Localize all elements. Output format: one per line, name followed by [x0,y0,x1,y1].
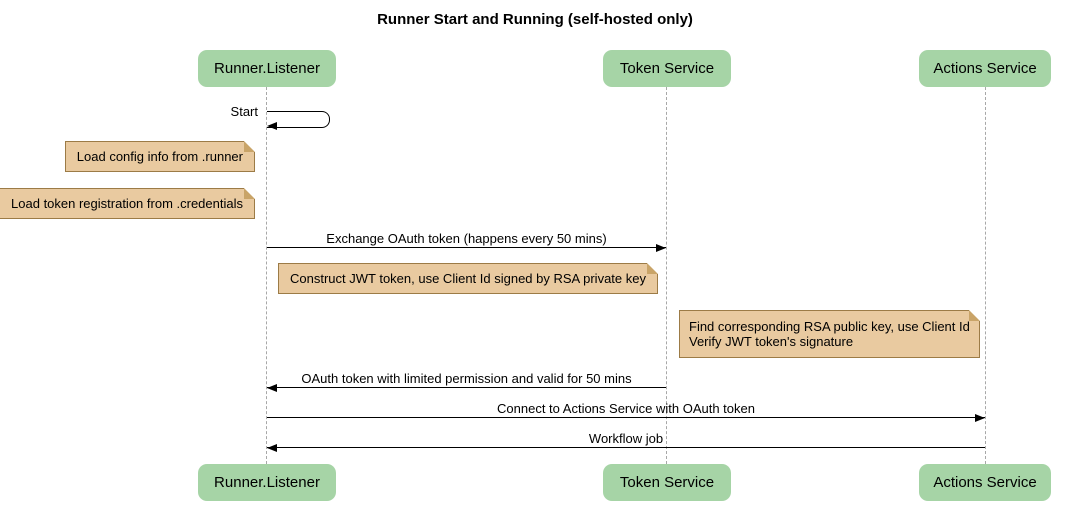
participant-token-service-bottom: Token Service [603,464,731,501]
message-oauth-return-label: OAuth token with limited permission and … [301,371,632,386]
self-message-loop-line [267,111,330,128]
participant-runner-listener-top: Runner.Listener [198,50,336,87]
participant-actions-service-bottom: Actions Service [919,464,1051,501]
message-connect-label: Connect to Actions Service with OAuth to… [497,401,755,416]
note-find-rsa-line1: Find corresponding RSA public key, use C… [689,319,970,334]
note-find-rsa: Find corresponding RSA public key, use C… [679,310,980,358]
message-exchange-oauth-line [267,247,666,248]
lifeline-token-service [666,87,667,464]
note-find-rsa-line2: Verify JWT token's signature [689,334,854,349]
lifeline-actions-service [985,87,986,464]
message-workflow-job-label: Workflow job [588,431,664,446]
message-oauth-return-line [267,387,666,388]
arrowhead-left-icon [267,122,277,130]
lifeline-runner-listener [266,87,267,464]
arrowhead-right-icon [656,244,666,252]
message-workflow-job-line [267,447,985,448]
arrowhead-left-icon [267,444,277,452]
diagram-title: Runner Start and Running (self-hosted on… [377,11,693,28]
arrowhead-left-icon [267,384,277,392]
participant-token-service-top: Token Service [603,50,731,87]
note-load-token-registration: Load token registration from .credential… [0,188,255,219]
message-start-label: Start [230,104,258,119]
participant-actions-service-top: Actions Service [919,50,1051,87]
note-load-config: Load config info from .runner [64,141,256,172]
arrowhead-right-icon [975,414,985,422]
participant-runner-listener-bottom: Runner.Listener [198,464,336,501]
message-exchange-oauth-label: Exchange OAuth token (happens every 50 m… [326,231,607,246]
message-connect-line [267,417,985,418]
note-construct-jwt: Construct JWT token, use Client Id signe… [278,263,658,294]
